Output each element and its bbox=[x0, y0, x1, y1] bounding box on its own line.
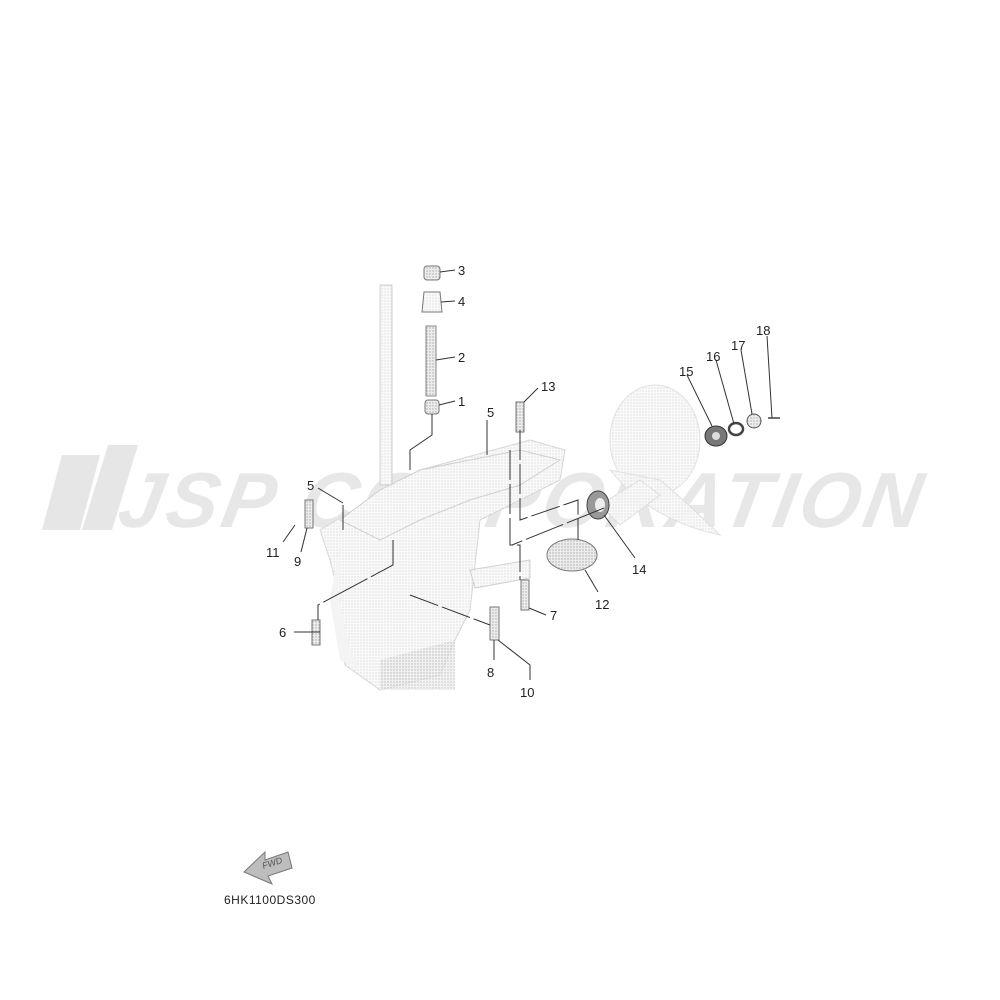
callout-6: 6 bbox=[279, 625, 287, 640]
callout-5-upper: 5 bbox=[487, 405, 495, 420]
callout-16: 16 bbox=[706, 349, 721, 364]
callout-17: 17 bbox=[731, 338, 746, 353]
callout-12: 12 bbox=[595, 597, 610, 612]
part-3 bbox=[423, 265, 441, 281]
diagram-code: 6HK1100DS300 bbox=[224, 893, 316, 907]
callout-14: 14 bbox=[632, 562, 647, 577]
callout-10: 10 bbox=[520, 685, 535, 700]
part-7 bbox=[520, 579, 530, 611]
callout-8: 8 bbox=[487, 665, 495, 680]
part-2 bbox=[425, 325, 437, 397]
part-8 bbox=[489, 606, 500, 641]
fwd-arrow-icon bbox=[243, 850, 293, 885]
callout-7: 7 bbox=[550, 608, 558, 623]
part-17 bbox=[746, 413, 762, 429]
callout-5-left: 5 bbox=[307, 478, 315, 493]
part-12 bbox=[546, 538, 598, 572]
callout-4: 4 bbox=[458, 294, 466, 309]
callout-15: 15 bbox=[679, 364, 694, 379]
part-9 bbox=[304, 499, 314, 529]
propeller bbox=[599, 384, 722, 536]
callout-13: 13 bbox=[541, 379, 556, 394]
watermark-logo bbox=[42, 445, 138, 530]
callout-1: 1 bbox=[458, 394, 466, 409]
callout-18: 18 bbox=[756, 323, 771, 338]
callout-11: 11 bbox=[266, 545, 280, 560]
part-1 bbox=[424, 399, 440, 415]
part-16 bbox=[727, 421, 745, 437]
callout-2: 2 bbox=[458, 350, 466, 365]
part-13 bbox=[515, 401, 525, 433]
drive-shaft bbox=[379, 284, 393, 486]
callout-9: 9 bbox=[294, 554, 302, 569]
callout-3: 3 bbox=[458, 263, 466, 278]
lower-unit-casing bbox=[319, 439, 566, 691]
part-4 bbox=[421, 291, 443, 313]
